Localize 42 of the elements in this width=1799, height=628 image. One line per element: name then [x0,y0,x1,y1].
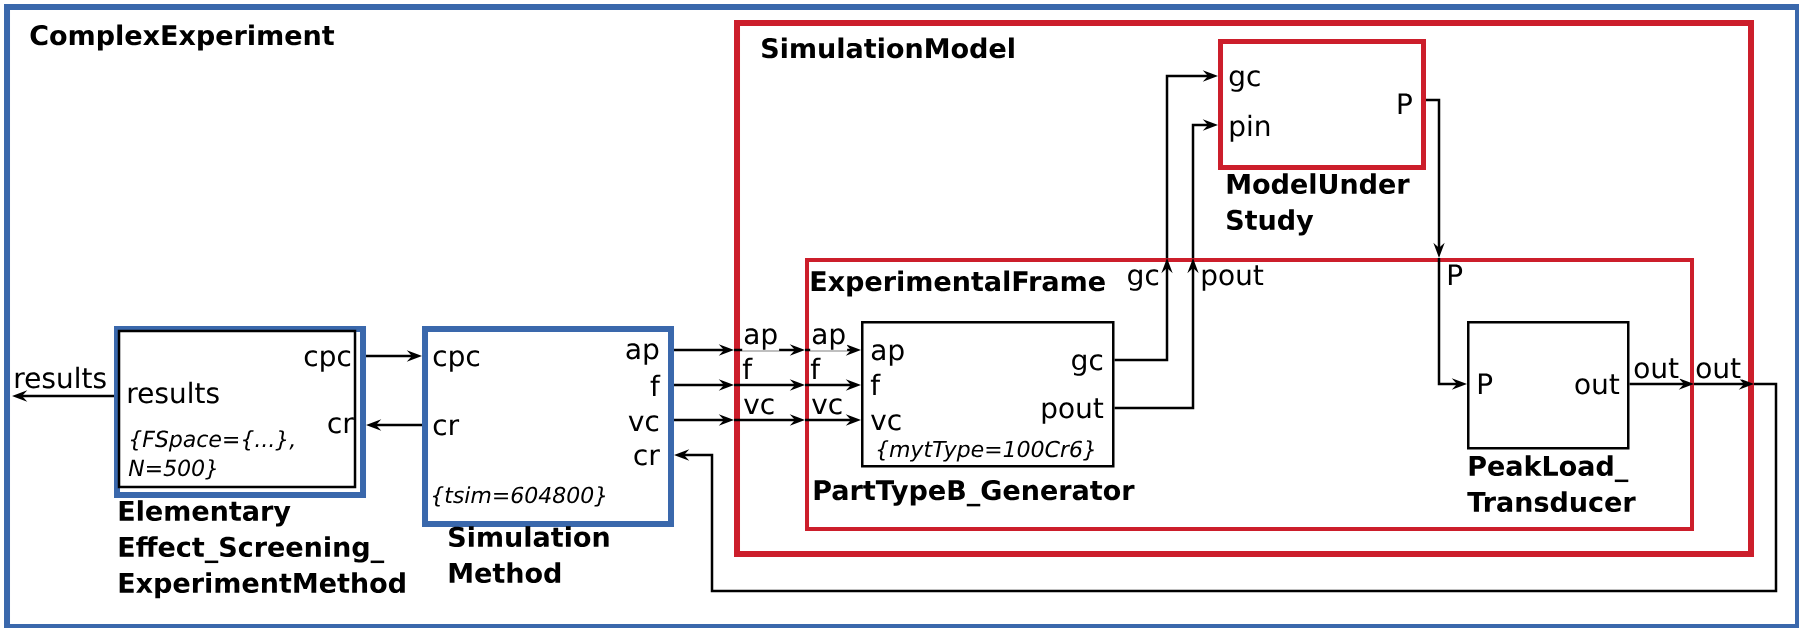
edge-label: vc [810,397,845,416]
port-label: vc [628,415,659,432]
edge-label: f [741,356,754,380]
port-label: cr [328,417,354,434]
block-label: Simulation Method [449,526,609,584]
block-label: ModelUnder Study [1227,173,1410,236]
port-label: pin [1230,114,1270,142]
block-title: ExperimentalFrame [811,270,1105,297]
block-title: ComplexExperiment [30,24,335,51]
block-label: Elementary Effect_Screening_ ExperimentMethod [119,500,405,599]
port-label: cr [634,449,660,466]
port-label: vc [871,414,901,431]
edge-label: pout [1199,264,1265,292]
port-label: pout [1042,398,1104,424]
port-label: cr [433,419,460,436]
port-label: cpc [304,350,351,372]
block-title: SimulationModel [762,37,1014,59]
parameter-text: {tsim=604800} [432,486,606,507]
edge-label: P [1445,263,1465,286]
edge-label: ap [810,327,848,351]
parameter-text: {FSpace={...}, N=500} [128,430,294,480]
port-label: f [870,373,881,395]
edge-label: ap [742,327,780,351]
port-label: f [650,374,661,396]
port-label: P [1398,93,1412,114]
edge-label: results [12,365,108,390]
edge-label: vc [742,397,777,416]
port-label: results [128,381,219,404]
block-label: PeakLoad_ Transducer [1467,455,1636,513]
port-label: ap [626,343,659,365]
port-label: cpc [433,350,480,372]
parameter-text: {mytType=100Cr6} [877,440,1094,462]
port-label: gc [1229,70,1260,92]
edge-label: gc [1125,268,1161,292]
block-title: PartTypeB_Generator [814,479,1135,507]
port-label: out [1575,374,1620,395]
edge-label: f [809,356,822,380]
edge-label: out [1694,357,1743,380]
edge-label: out [1632,357,1681,380]
port-label: P [1478,373,1493,394]
port-label: ap [871,344,904,366]
port-label: gc [1072,354,1103,376]
